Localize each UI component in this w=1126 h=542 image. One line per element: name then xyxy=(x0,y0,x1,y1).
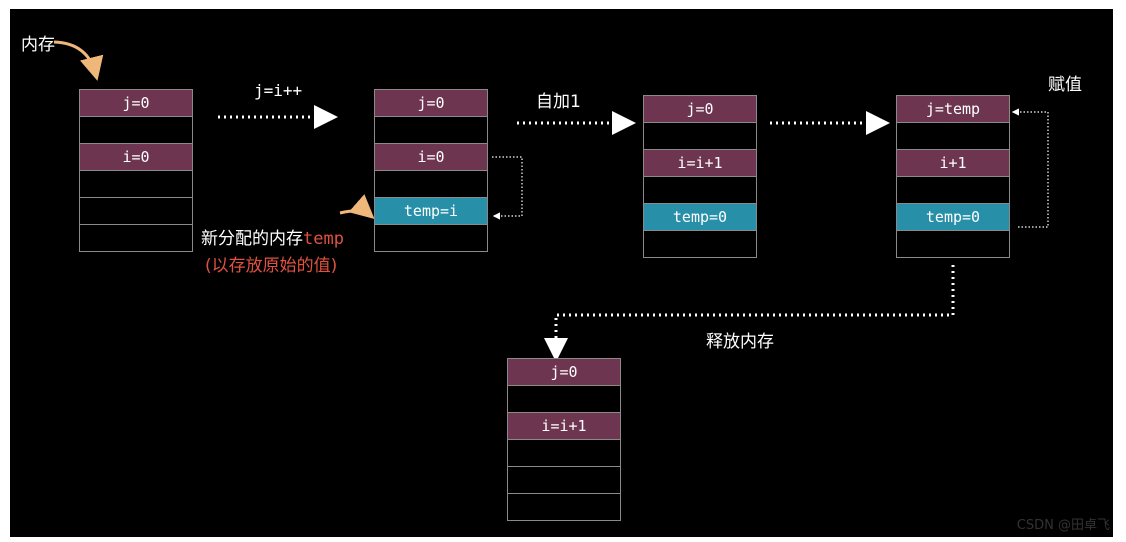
arrow-release xyxy=(544,265,955,362)
stack-2: j=0 i=0 temp=i xyxy=(374,89,488,252)
label-increment: 自加1 xyxy=(536,92,581,112)
stack-2-cell: j=0 xyxy=(374,89,488,117)
stack-5-cell xyxy=(507,494,621,521)
stack-4-cell xyxy=(896,177,1010,204)
label-memory: 内存 xyxy=(21,35,55,55)
stack-5-cell xyxy=(507,440,621,467)
stack-3-cell xyxy=(643,231,757,258)
stack-1-cell xyxy=(79,198,193,225)
stack-4-cell: j=temp xyxy=(896,95,1010,123)
label-assign-value: 赋值 xyxy=(1048,75,1082,95)
arrow-new-memory-pointer xyxy=(339,194,375,219)
watermark: CSDN @田卓飞 xyxy=(1016,518,1110,533)
stack-5: j=0 i=i+1 xyxy=(507,358,621,521)
label-new-memory-prefix: 新分配的内存 xyxy=(201,229,303,249)
stack-3-cell: i=i+1 xyxy=(643,150,757,177)
stack-4: j=temp i+1 temp=0 xyxy=(896,95,1010,258)
diagram-canvas: 内存 j=i++ 自加1 赋值 新分配的内存temp (以存放原始的值) 释放内… xyxy=(10,9,1113,537)
stack-4-cell xyxy=(896,123,1010,150)
arrow-copy-i-to-temp xyxy=(492,156,523,220)
stack-5-cell: i=i+1 xyxy=(507,413,621,440)
stack-4-cell xyxy=(896,231,1010,258)
stack-1-cell: j=0 xyxy=(79,89,193,117)
stack-2-cell xyxy=(374,117,488,144)
stack-1-cell xyxy=(79,225,193,252)
stack-2-cell: temp=i xyxy=(374,198,488,225)
stack-5-cell xyxy=(507,386,621,413)
stack-3-cell: temp=0 xyxy=(643,204,757,231)
stack-3-cell xyxy=(643,177,757,204)
stack-5-cell xyxy=(507,467,621,494)
arrows-layer xyxy=(53,40,1049,362)
stack-2-cell xyxy=(374,171,488,198)
stack-5-cell: j=0 xyxy=(507,358,621,386)
stack-1: j=0 i=0 xyxy=(79,89,193,252)
label-new-memory-note: (以存放原始的值) xyxy=(205,256,338,276)
stack-2-cell: i=0 xyxy=(374,144,488,171)
label-release-memory: 释放内存 xyxy=(706,332,774,352)
stack-1-cell xyxy=(79,171,193,198)
stack-4-cell: temp=0 xyxy=(896,204,1010,231)
stack-4-cell: i+1 xyxy=(896,150,1010,177)
stack-2-cell xyxy=(374,225,488,252)
arrow-memory-pointer xyxy=(53,40,104,81)
stack-3-cell: j=0 xyxy=(643,95,757,123)
label-new-memory-temp: temp xyxy=(303,229,344,249)
stack-3-cell xyxy=(643,123,757,150)
stack-1-cell: i=0 xyxy=(79,144,193,171)
stack-3: j=0 i=i+1 temp=0 xyxy=(643,95,757,258)
stack-1-cell xyxy=(79,117,193,144)
label-op-assign: j=i++ xyxy=(254,81,303,100)
label-new-memory: 新分配的内存temp xyxy=(201,224,344,249)
arrow-assign-temp-to-j xyxy=(1011,108,1049,228)
